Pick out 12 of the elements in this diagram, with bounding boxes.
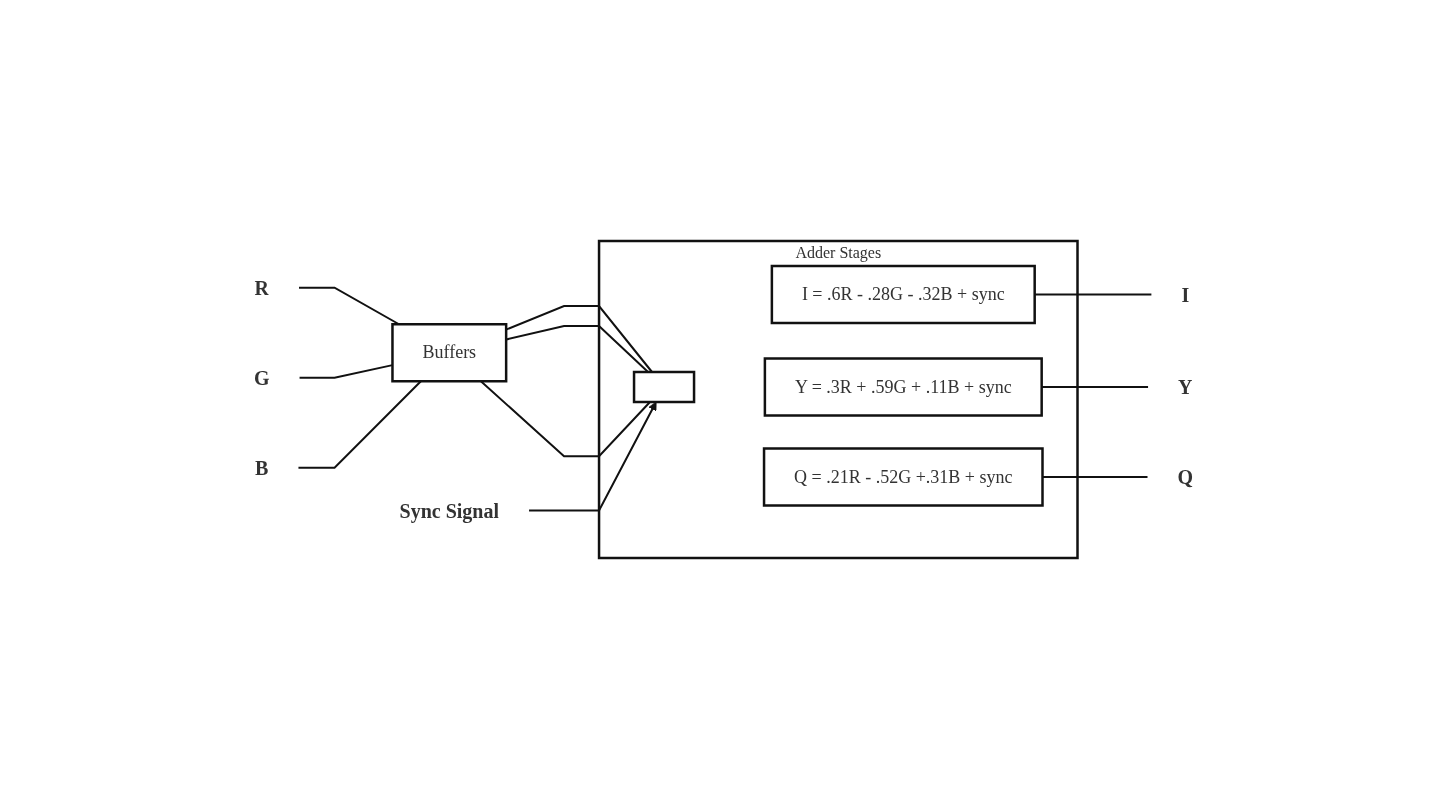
- node-box: Y = .3R + .59G + .11B + sync: [763, 357, 1043, 417]
- node-text: I: [1181, 283, 1190, 306]
- node-box: Q = .21R - .52G +.31B + sync: [762, 447, 1044, 507]
- node-text: B: [255, 456, 269, 479]
- node-box: I = .6R - .28G - .32B + sync: [770, 264, 1036, 325]
- node-box: [632, 370, 696, 404]
- node-text: G: [253, 366, 270, 389]
- node-text: R: [254, 276, 269, 299]
- node-box: Buffers: [391, 323, 508, 383]
- node-text: Sync Signal: [399, 499, 500, 522]
- node-text: Y: [1178, 376, 1193, 398]
- node-text: Q: [1177, 466, 1194, 488]
